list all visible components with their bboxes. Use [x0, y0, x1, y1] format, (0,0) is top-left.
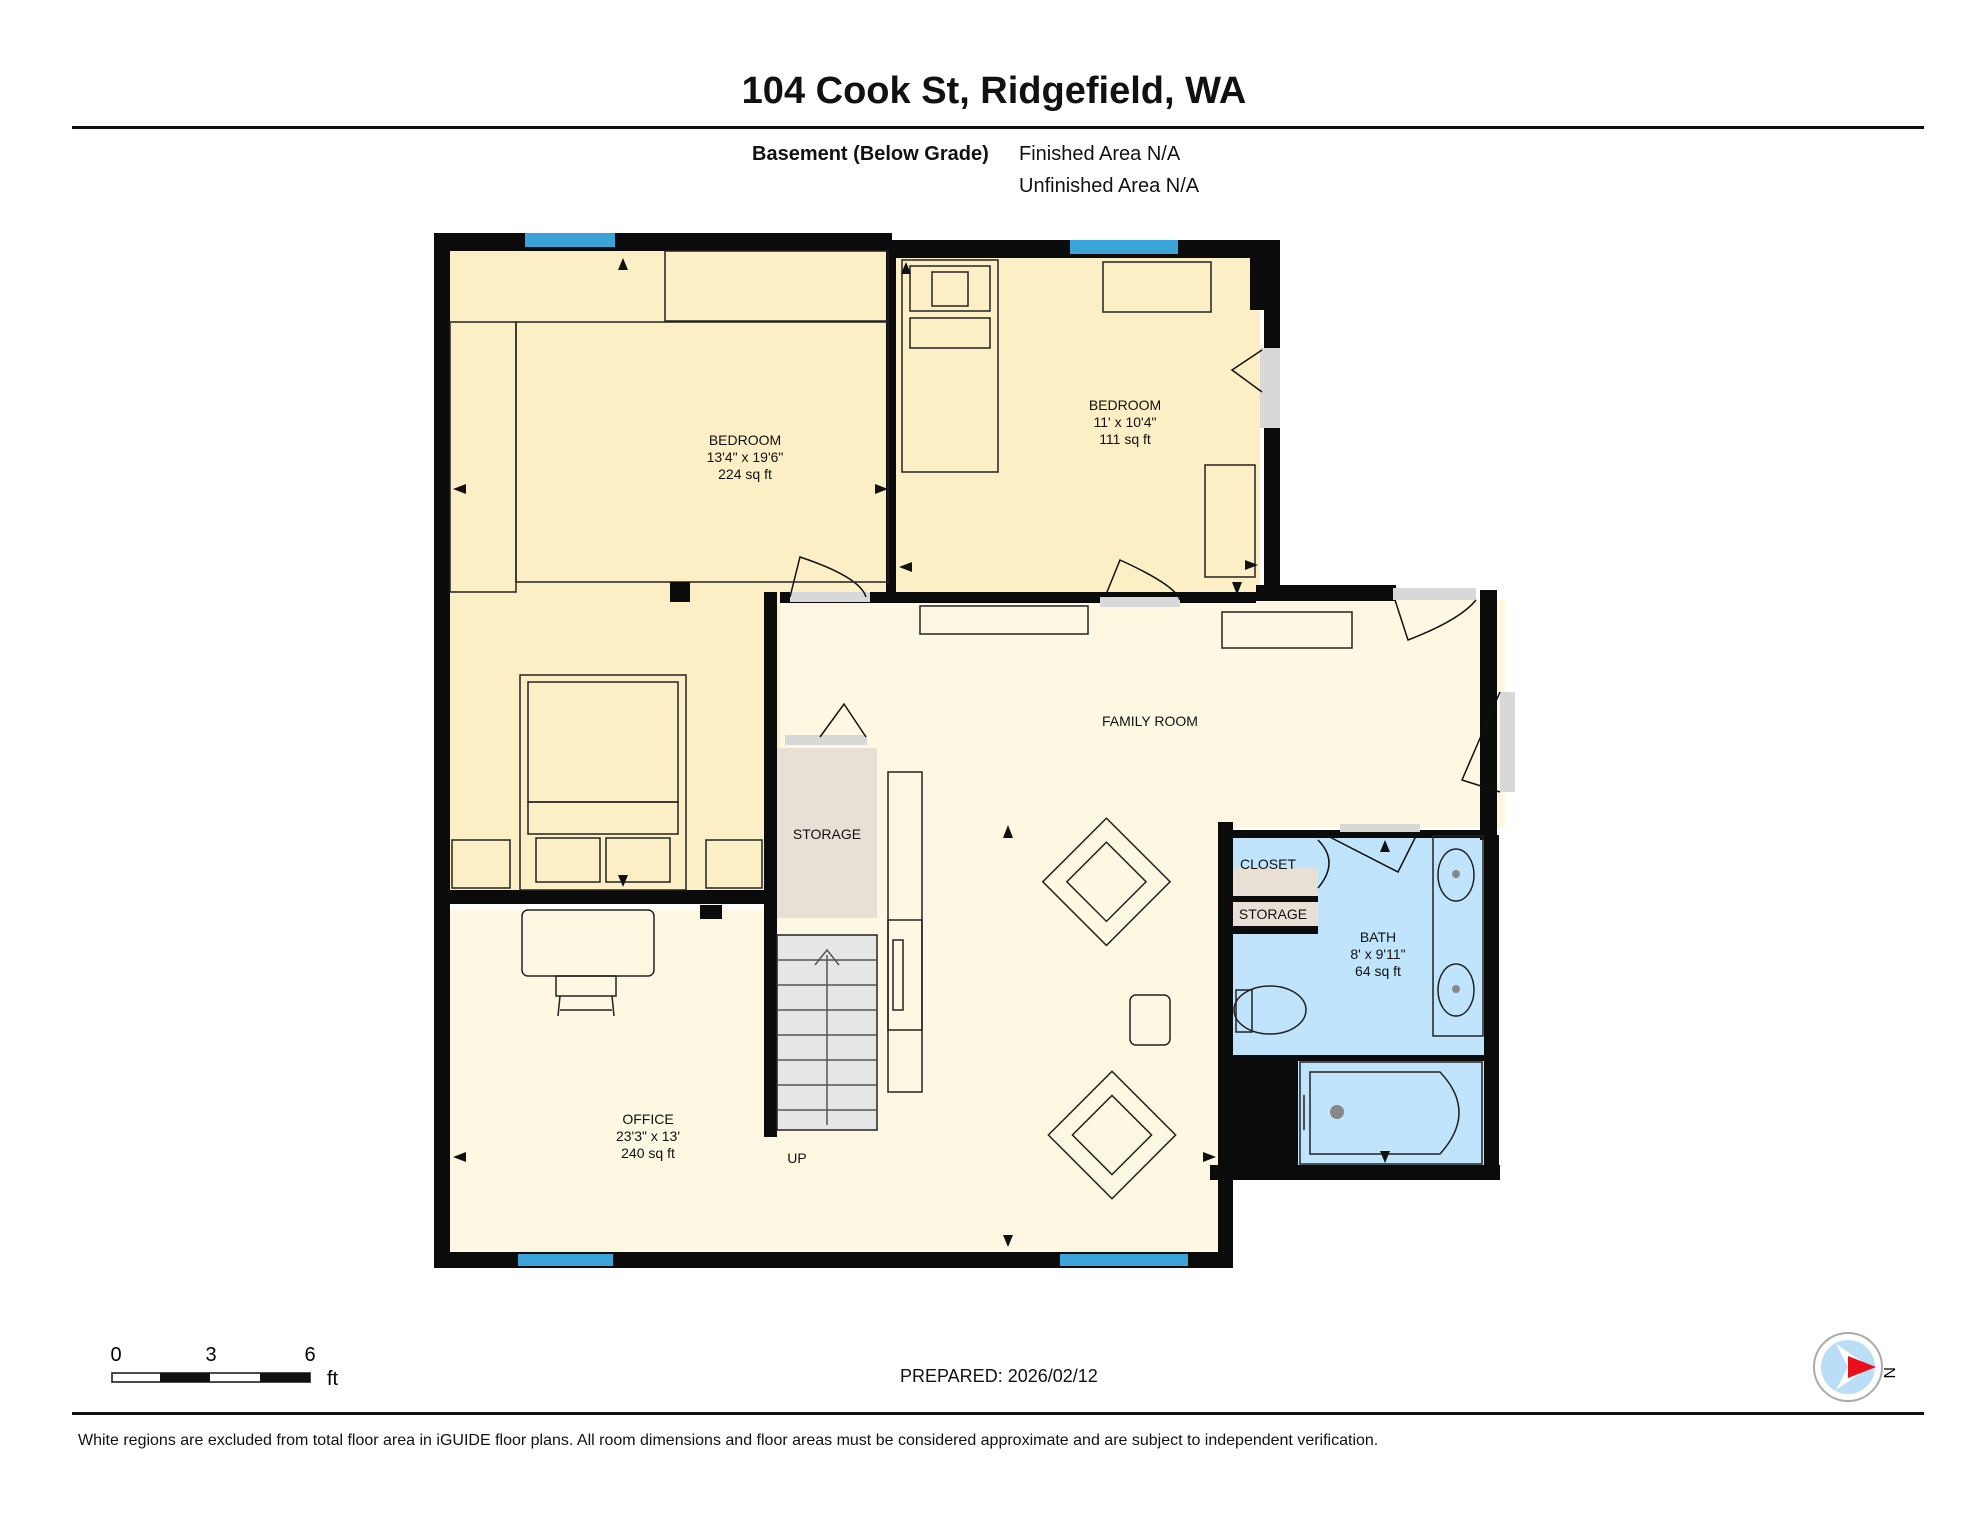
- small-storage-name: STORAGE: [1239, 906, 1307, 922]
- property-address: 104 Cook St, Ridgefield, WA: [741, 70, 1247, 112]
- prepared-date: PREPARED: 2026/02/12: [900, 1366, 1098, 1386]
- finished-area: Finished Area N/A: [1019, 143, 1181, 165]
- support-column: [670, 582, 690, 602]
- family-office-floor: [450, 600, 1505, 1257]
- bedroom-2-area: 111 sq ft: [1099, 431, 1151, 447]
- walls: [434, 233, 1500, 1268]
- windows: [518, 233, 1188, 1266]
- header-rule: [72, 126, 1924, 129]
- sink-1-drain: [1452, 870, 1460, 878]
- closet-floor: [1228, 868, 1318, 896]
- dimension-arrows: [453, 258, 1390, 1247]
- bedroom-2-floor: [890, 258, 1260, 598]
- bedroom-1-name: BEDROOM: [709, 432, 781, 448]
- unfinished-area: Unfinished Area N/A: [1019, 175, 1200, 197]
- sink-2-drain: [1452, 985, 1460, 993]
- bedroom-1-area: 224 sq ft: [718, 466, 772, 482]
- disclaimer: White regions are excluded from total fl…: [78, 1432, 1379, 1449]
- tub-alcove-floor: [1298, 1061, 1484, 1169]
- doors: [785, 348, 1515, 889]
- bath-name: BATH: [1360, 929, 1396, 945]
- scale-tick-6: 6: [304, 1344, 315, 1366]
- scale-tick-0: 0: [110, 1344, 121, 1366]
- scale-bar: 0 3 6 ft: [110, 1344, 338, 1390]
- furniture: [449, 250, 1484, 1200]
- footer-rule: [72, 1412, 1924, 1415]
- scale-tick-3: 3: [205, 1344, 216, 1366]
- bath-area: 64 sq ft: [1355, 963, 1401, 979]
- tub-drain: [1330, 1105, 1344, 1119]
- storage-floor: [777, 748, 877, 918]
- office-name: OFFICE: [622, 1111, 673, 1127]
- bedroom-2-dims: 11' x 10'4": [1094, 414, 1157, 430]
- compass-north-label: N: [1880, 1367, 1897, 1379]
- bedroom-2-name: BEDROOM: [1089, 397, 1161, 413]
- stairs-label: UP: [787, 1150, 806, 1166]
- storage-name: STORAGE: [793, 826, 861, 842]
- compass-icon: N: [1813, 1332, 1897, 1402]
- floor-label: Basement (Below Grade): [752, 143, 989, 165]
- family-room-name: FAMILY ROOM: [1102, 713, 1198, 729]
- staircase: [776, 934, 878, 1131]
- office-area: 240 sq ft: [621, 1145, 675, 1161]
- small-storage-floor: [1228, 902, 1318, 926]
- closet-name: CLOSET: [1240, 856, 1296, 872]
- scale-unit: ft: [327, 1368, 339, 1390]
- office-dims: 23'3" x 13': [616, 1128, 680, 1144]
- bath-dims: 8' x 9'11": [1350, 946, 1405, 962]
- bedroom-1-dims: 13'4" x 19'6": [707, 449, 784, 465]
